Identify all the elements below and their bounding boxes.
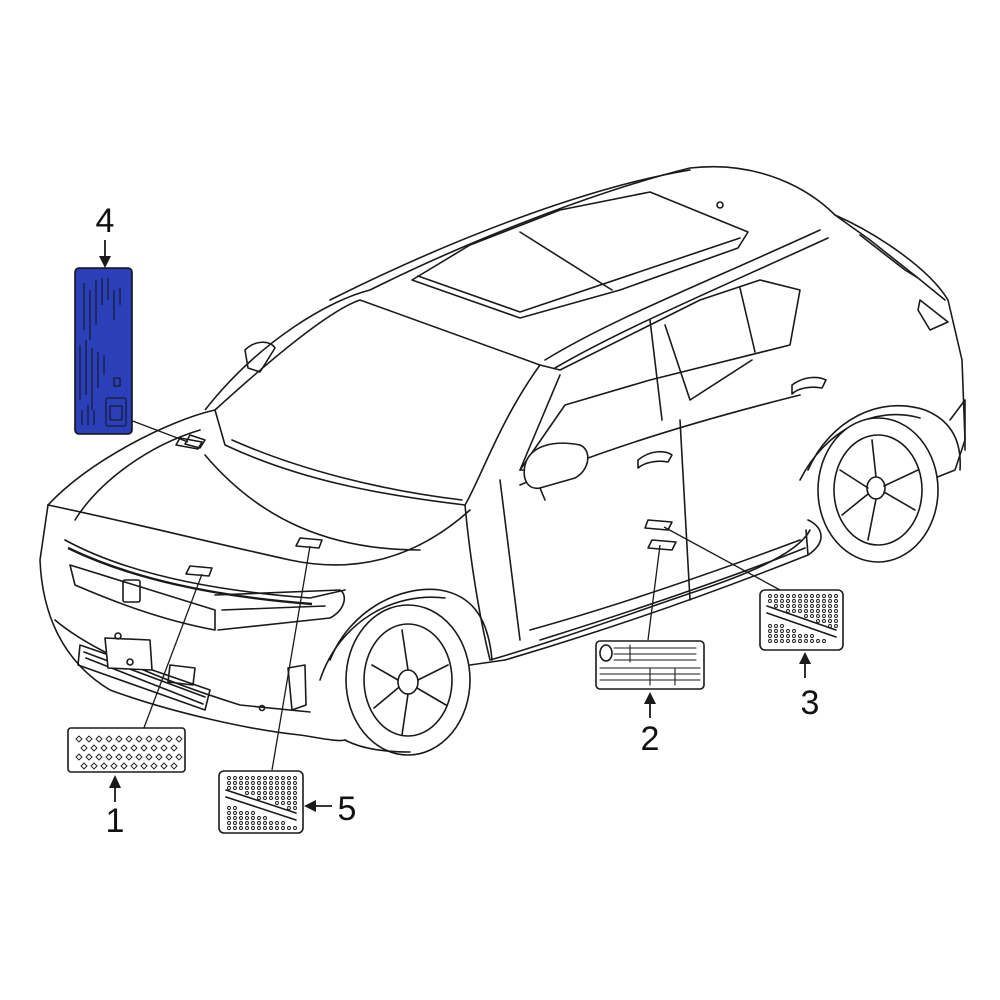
callout-2: 2 [641, 720, 660, 758]
part-1-label-pattern [75, 735, 183, 770]
callout-arrows [99, 240, 811, 812]
vehicle-illustration [39, 166, 966, 756]
part-4-label[interactable] [74, 267, 133, 435]
part-2-label[interactable] [595, 640, 705, 690]
part-3-label[interactable] [759, 589, 844, 651]
part-3-label-dots [768, 594, 838, 643]
part-2-label-body [595, 640, 705, 690]
part-1-label[interactable] [67, 727, 186, 773]
part-5-label[interactable] [218, 770, 304, 834]
callout-numbers: 4 1 5 2 3 [96, 202, 820, 840]
callout-1: 1 [106, 802, 125, 840]
part-4-label-body [74, 267, 133, 435]
part-4-label-markings [79, 278, 127, 427]
callout-5: 5 [338, 790, 357, 828]
part-5-label-dots [227, 776, 297, 830]
callout-3: 3 [801, 684, 820, 722]
leader-lines [129, 419, 781, 771]
callout-4: 4 [96, 202, 115, 240]
